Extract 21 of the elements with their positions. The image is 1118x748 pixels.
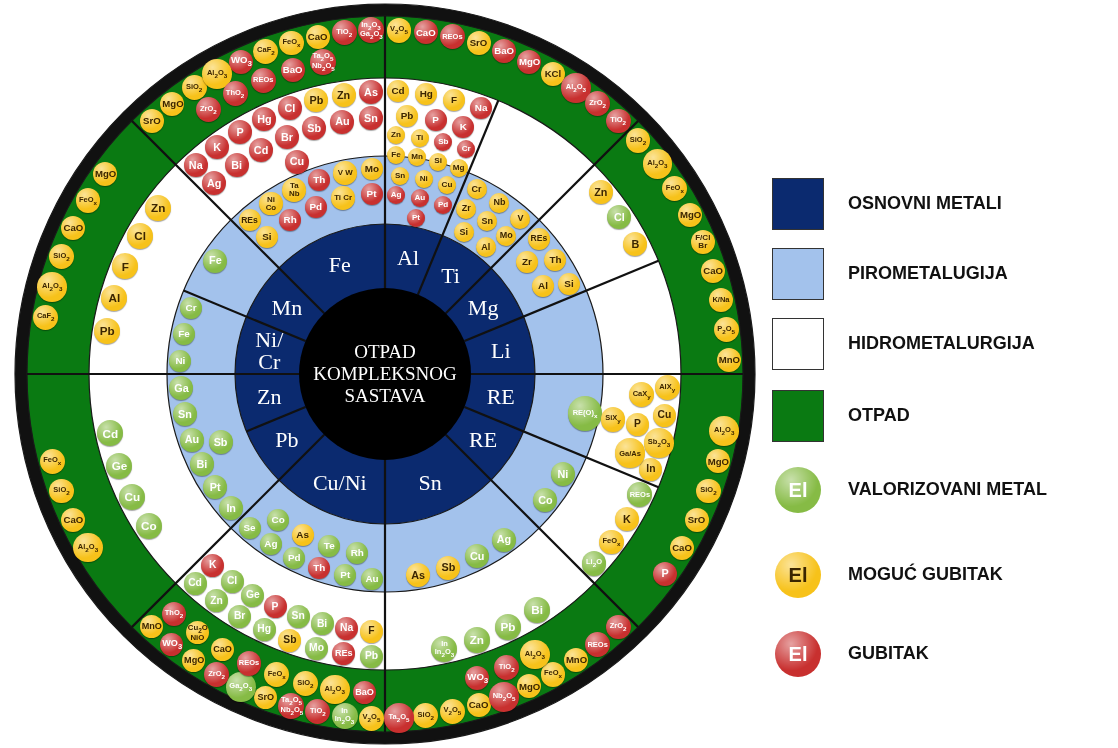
sector-label: RE bbox=[486, 386, 515, 408]
legend-label: VALORIZOVANI METAL bbox=[848, 479, 1047, 500]
symbol-text: El bbox=[787, 478, 809, 502]
legend-label: HIDROMETALURGIJA bbox=[848, 333, 1035, 354]
symbol-text: El bbox=[787, 563, 809, 587]
legend-label: PIROMETALUGIJA bbox=[848, 263, 1008, 284]
sector-label: Sn bbox=[418, 472, 442, 494]
sector-label: Cu/Ni bbox=[312, 472, 367, 494]
legend-label: GUBITAK bbox=[848, 643, 929, 664]
sector-label: Ni/ Cr bbox=[251, 328, 288, 373]
sector-label: Al bbox=[397, 247, 419, 270]
legend-label: OTPAD bbox=[848, 405, 910, 426]
sector-label: Fe bbox=[328, 253, 351, 276]
symbol-text: El bbox=[787, 642, 809, 666]
sector-label: Zn bbox=[257, 386, 282, 408]
sector-label: Ti bbox=[441, 264, 460, 287]
legend-label: MOGUĆ GUBITAK bbox=[848, 564, 1003, 585]
legend-label: OSNOVNI METALI bbox=[848, 193, 1002, 214]
sector-label: RE bbox=[469, 428, 498, 451]
sector-label: Li bbox=[490, 339, 511, 362]
sector-label: Pb bbox=[275, 428, 299, 451]
